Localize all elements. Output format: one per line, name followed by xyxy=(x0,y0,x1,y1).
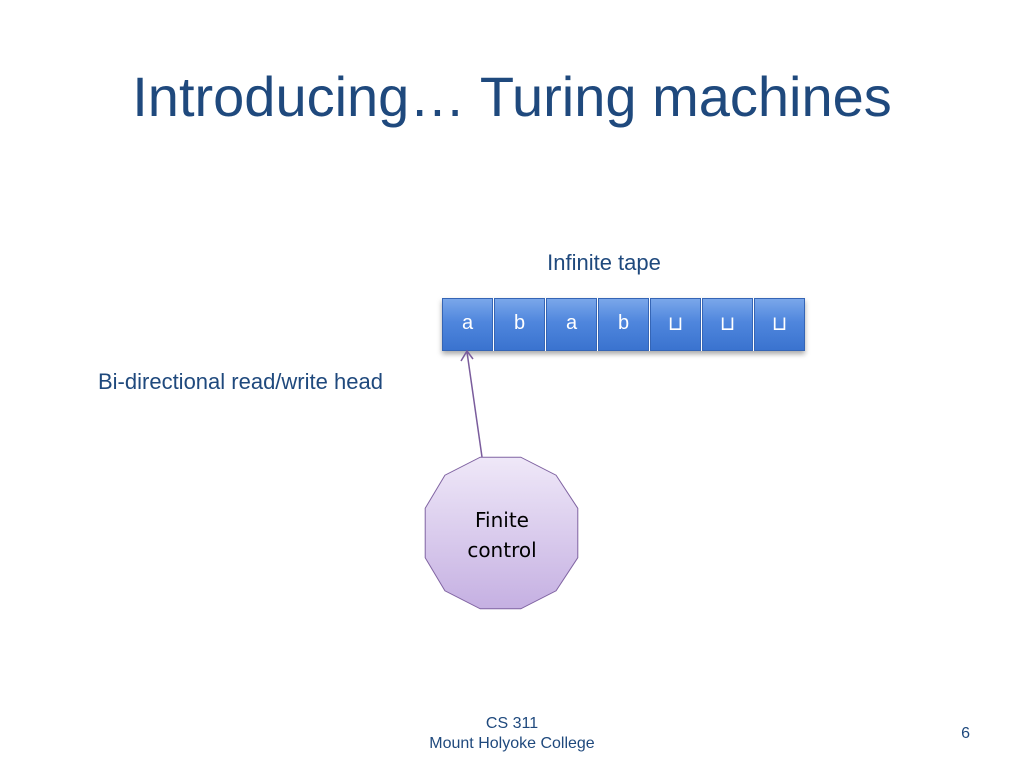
tape-cell: b xyxy=(598,298,649,351)
footer: CS 311 Mount Holyoke College xyxy=(400,714,624,754)
arrow-head-icon xyxy=(460,349,474,362)
finite-control-shape xyxy=(424,456,579,610)
slide-title: Introducing… Turing machines xyxy=(132,65,892,128)
tape-cell: a xyxy=(546,298,597,351)
footer-institution: Mount Holyoke College xyxy=(429,735,595,752)
tape-cell: ⊔ xyxy=(702,298,753,351)
tape-cell: ⊔ xyxy=(754,298,805,351)
tape-label: Infinite tape xyxy=(547,250,661,275)
infinite-tape: a b a b ⊔ ⊔ ⊔ xyxy=(442,298,805,351)
footer-course: CS 311 xyxy=(485,715,539,732)
head-label: Bi-directional read/write head xyxy=(98,369,383,394)
tape-cell: b xyxy=(494,298,545,351)
tape-cell: ⊔ xyxy=(650,298,701,351)
head-arrow xyxy=(466,351,483,458)
finite-control-line1: Finite xyxy=(475,508,529,532)
slide-number: 6 xyxy=(961,725,970,742)
finite-control-label: Finite control xyxy=(426,505,578,565)
finite-control-line2: control xyxy=(467,538,537,562)
